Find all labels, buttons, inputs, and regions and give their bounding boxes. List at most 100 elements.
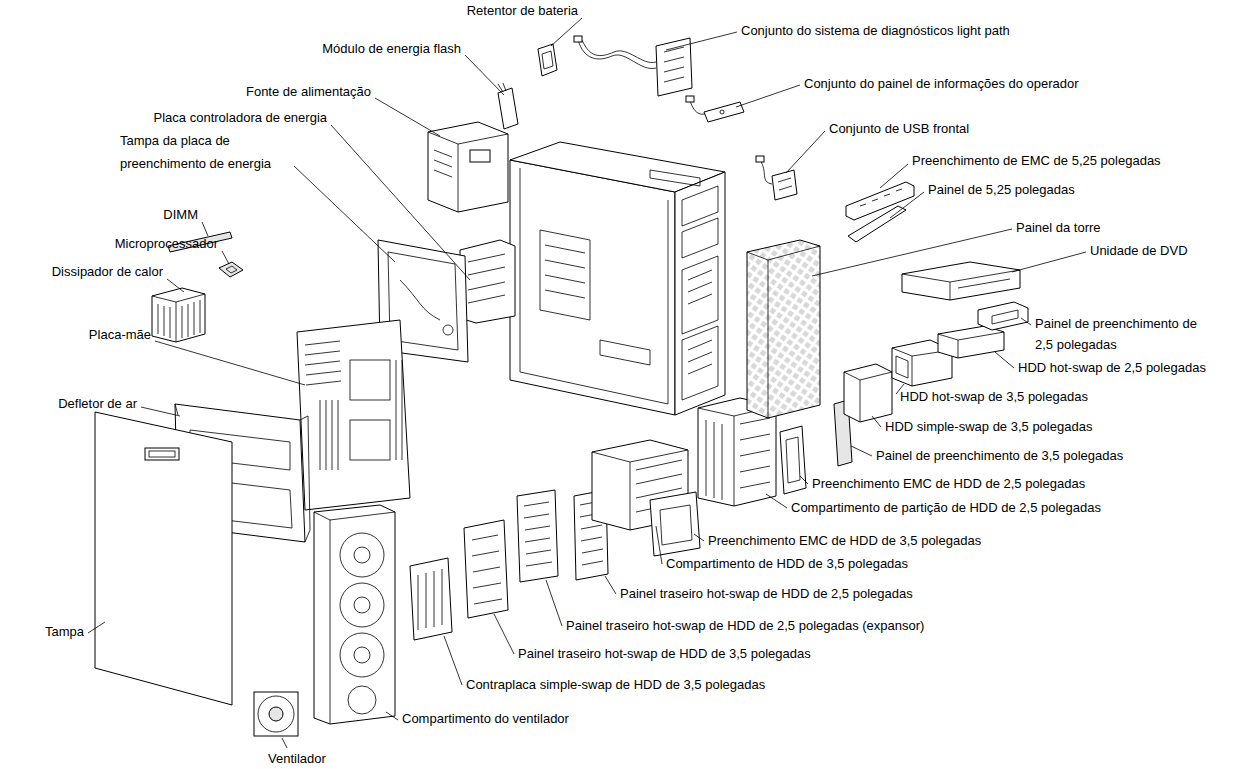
- part-label: Placa-mãe: [89, 327, 151, 342]
- part-label: Preenchimento de EMC de 5,25 polegadas: [912, 153, 1161, 168]
- leader-line: [880, 164, 908, 188]
- filler-opening: [992, 310, 1018, 324]
- part-label: Compartimento do ventilador: [402, 711, 569, 726]
- connector: [472, 535, 502, 604]
- fan-cage-edge: [314, 512, 395, 724]
- power-controller-board: [460, 240, 515, 323]
- cpu-socket: [350, 420, 390, 460]
- pci-slot: [305, 341, 341, 385]
- leader-line: [375, 98, 440, 136]
- cage-edge: [698, 406, 776, 506]
- leader-line: [766, 494, 787, 508]
- usb-board: [772, 170, 797, 200]
- fin: [158, 300, 200, 338]
- part-label: Microprocessador: [115, 236, 218, 251]
- power-controller-board: [460, 240, 515, 323]
- part-label: Contraplaca simple-swap de HDD de 3,5 po…: [466, 677, 765, 692]
- part-label: Painel traseiro hot-swap de HDD de 2,5 p…: [620, 586, 913, 601]
- fan-hub: [269, 707, 283, 721]
- part-label: HDD simple-swap de 3,5 polegadas: [885, 419, 1092, 434]
- leader-line: [656, 526, 662, 564]
- part-label: Painel traseiro hot-swap de HDD de 3,5 p…: [518, 646, 811, 661]
- emc-filler: [780, 426, 806, 494]
- chassis: [510, 142, 725, 415]
- part-label: Painel de preenchimento de 2,5 polegadas: [1035, 313, 1203, 355]
- dvd-drive: [902, 262, 1020, 300]
- battery-retainer: [538, 44, 557, 76]
- leader-line: [666, 32, 737, 50]
- fan-blade: [258, 696, 294, 732]
- system-board: [297, 320, 410, 510]
- part-label: Unidade de DVD: [1090, 243, 1188, 258]
- part-label: Ventilador: [268, 751, 326, 766]
- bezel-edge: [747, 246, 820, 418]
- chassis-top: [510, 142, 725, 192]
- tower-bezel: [747, 240, 820, 418]
- connector: [756, 156, 764, 162]
- part-label: Tampa da placa de preenchimento de energ…: [120, 129, 290, 175]
- leader-line: [812, 229, 1012, 276]
- fan: [254, 692, 298, 736]
- pci-slot: [545, 245, 585, 298]
- emc-filler-detail: [786, 437, 800, 483]
- part-label: Compartimento de partição de HDD de 2,5 …: [791, 500, 1101, 515]
- emc-filler: [650, 492, 700, 556]
- leader-line: [222, 251, 229, 264]
- chassis-inner: [520, 168, 668, 404]
- cpu-die: [226, 266, 237, 273]
- leader-line: [995, 352, 1014, 368]
- leader-line: [167, 279, 184, 292]
- cover: [95, 412, 232, 705]
- dvd-edge: [902, 270, 1020, 300]
- leader-line: [331, 125, 470, 280]
- leader-line: [1021, 318, 1031, 325]
- fan-hub: [354, 597, 370, 613]
- power-supply: [428, 122, 508, 212]
- filler-25: [978, 302, 1028, 330]
- flash-cable: [498, 83, 506, 92]
- leader-line: [155, 341, 305, 385]
- connector: [524, 502, 552, 566]
- cable: [760, 160, 772, 184]
- hdd-bay: [682, 256, 718, 400]
- leader-line: [605, 576, 616, 594]
- operator-panel-assembly: [686, 96, 744, 122]
- part-label: Conjunto do sistema de diagnósticos ligh…: [741, 23, 1010, 38]
- vent: [434, 150, 452, 177]
- part-label: HDD hot-swap de 2,5 polegadas: [1018, 360, 1206, 375]
- chassis-side: [510, 160, 675, 415]
- led: [720, 110, 724, 114]
- leader-line: [88, 622, 105, 633]
- fan-opening: [348, 686, 376, 714]
- microprocessor: [219, 262, 243, 277]
- leader-line: [546, 580, 562, 626]
- part-label: Preenchimento EMC de HDD de 2,5 polegada…: [812, 476, 1085, 491]
- hdd-edge: [844, 372, 892, 422]
- part-label: Painel traseiro hot-swap de HDD de 2,5 p…: [566, 618, 924, 633]
- cage-rail: [706, 418, 770, 500]
- leader-line: [872, 416, 881, 427]
- hdd35-simple-swap: [844, 364, 892, 422]
- filler: [978, 302, 1028, 330]
- flash-module: [498, 83, 518, 129]
- leader-line: [294, 166, 395, 262]
- leader-line: [551, 18, 582, 46]
- backplane: [517, 490, 558, 582]
- leader-line: [890, 192, 924, 218]
- simple-swap-backplate: [410, 558, 452, 640]
- emc-filler-slot: [860, 189, 902, 206]
- fan: [254, 692, 298, 736]
- cable: [582, 40, 656, 63]
- chassis-bracket: [600, 340, 650, 365]
- odd-bay: [682, 186, 718, 258]
- screw: [443, 325, 453, 335]
- fan-opening: [340, 583, 384, 627]
- dimm-slot: [320, 360, 402, 470]
- chassis-handle: [650, 170, 700, 186]
- heat-sink-edge: [152, 294, 205, 342]
- battery-retainer: [538, 44, 557, 76]
- battery-retainer: [542, 51, 553, 69]
- part-label: Defletor de ar: [58, 396, 137, 411]
- leader-line: [386, 712, 398, 720]
- paddle-cover-rib: [400, 280, 440, 320]
